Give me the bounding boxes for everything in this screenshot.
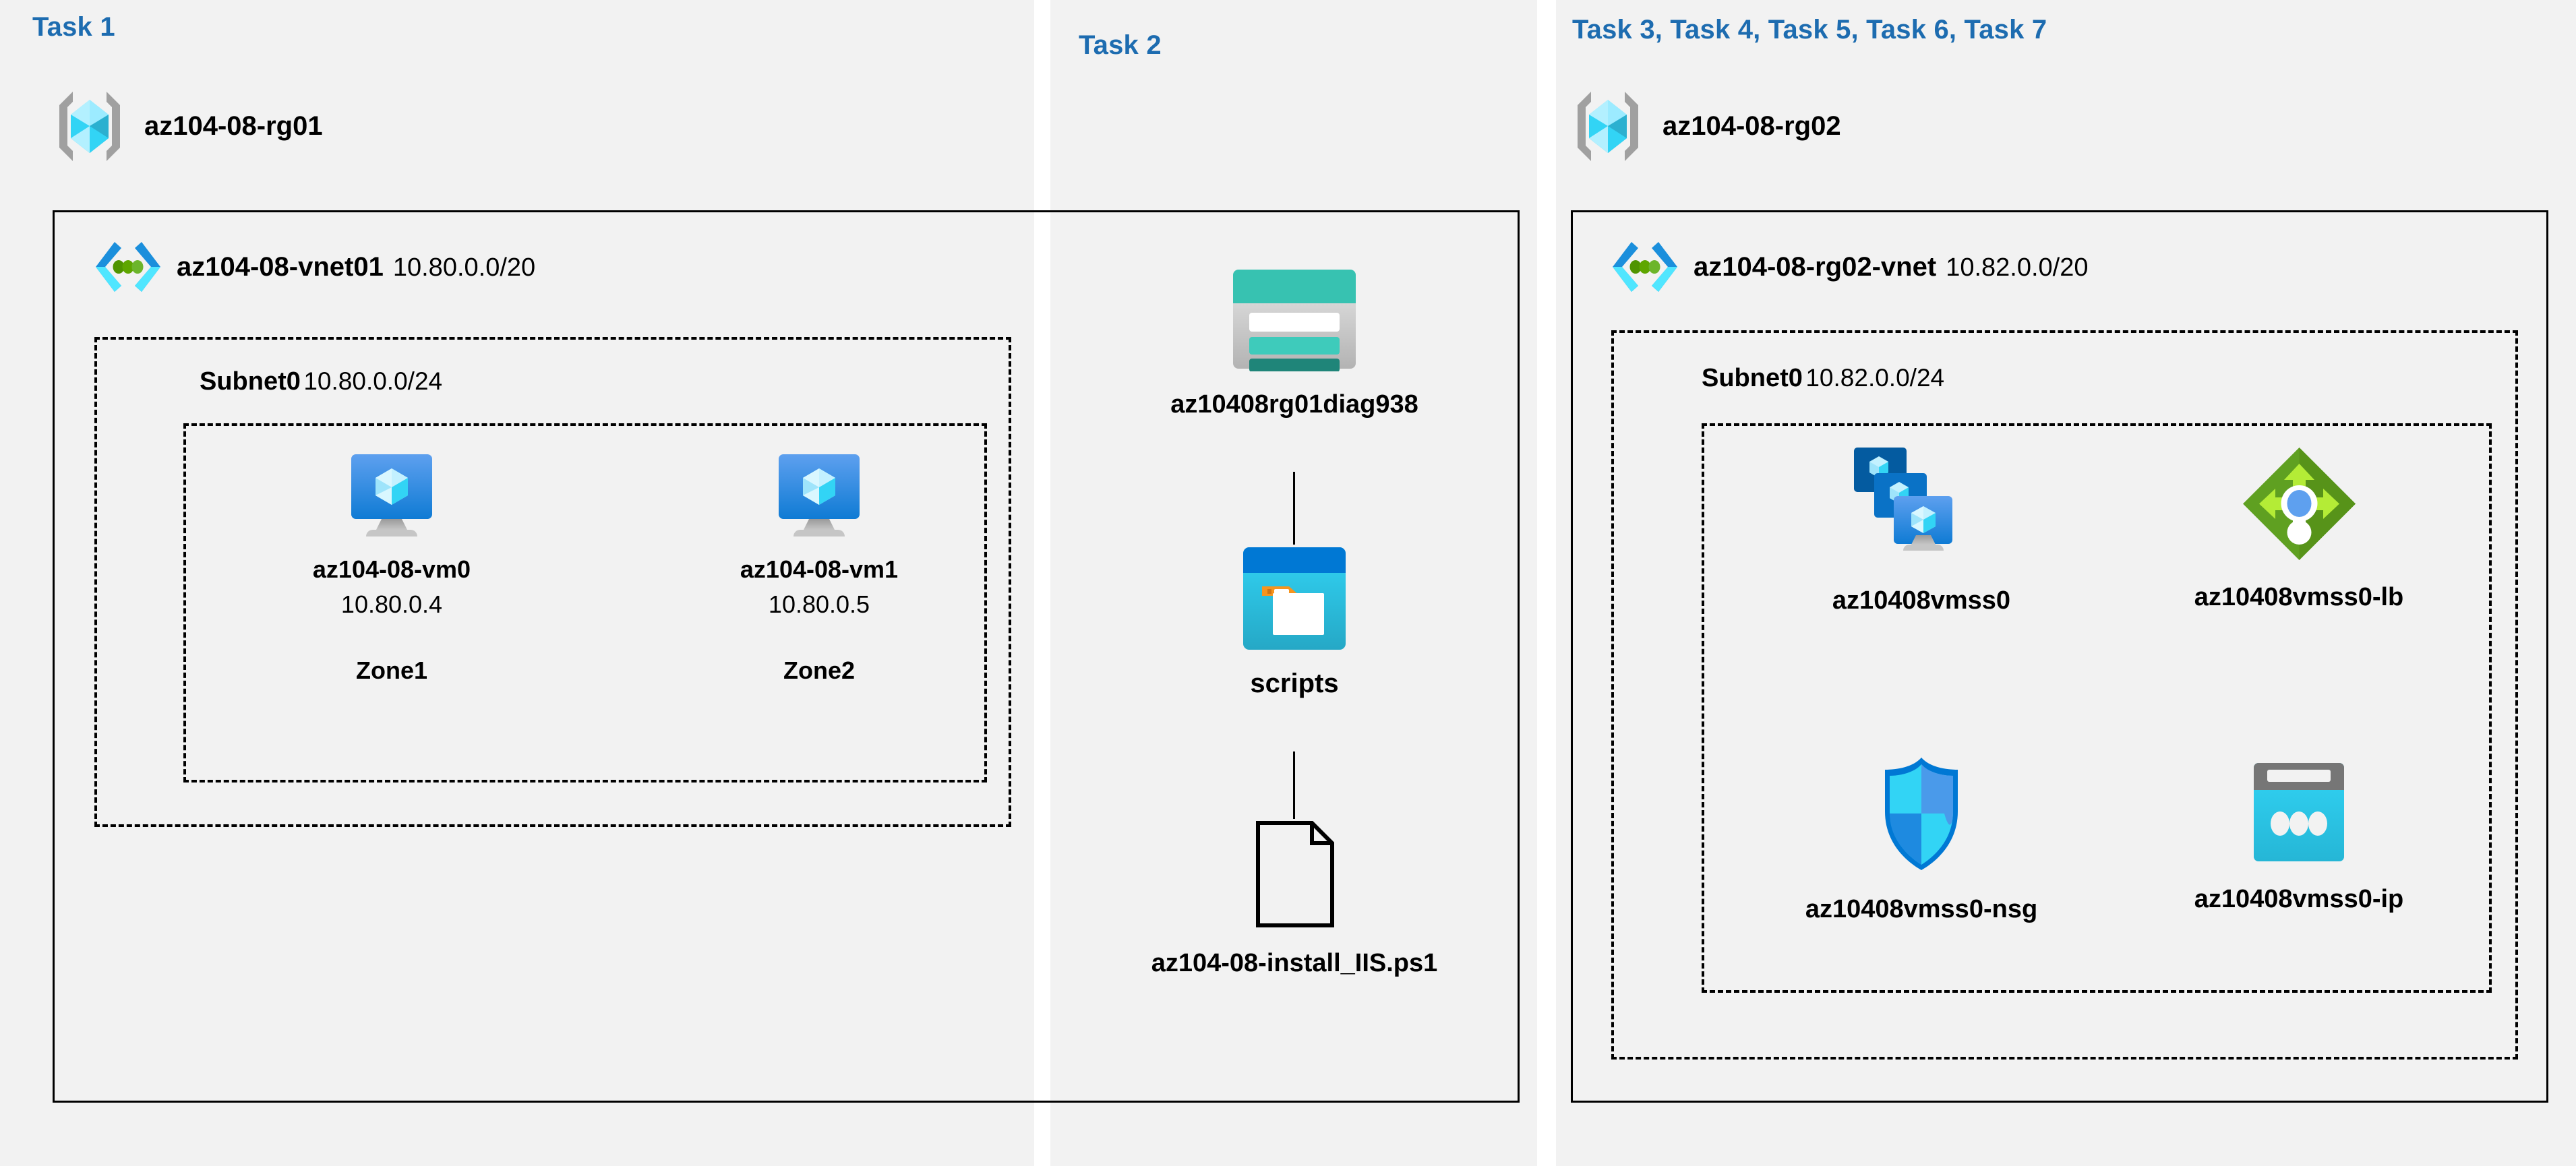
storage-account-node[interactable]: az10408rg01diag938	[1146, 267, 1443, 419]
resource-group-row-rg01: az104-08-rg01	[53, 88, 323, 165]
vm-name-az104-08-vm0: az104-08-vm0	[312, 555, 471, 583]
storage-account-icon	[1230, 267, 1358, 371]
connector-storage-to-container	[1293, 472, 1295, 545]
vnet-name-vnet01: az104-08-vnet01	[177, 251, 384, 282]
load-balancer-icon	[2240, 445, 2358, 563]
resource-group-label-rg02: az104-08-rg02	[1663, 111, 1841, 141]
vnet-boundary-vnet01	[53, 210, 1520, 1103]
resource-group-icon	[1571, 88, 1645, 165]
task1-title: Task 1	[32, 12, 115, 42]
public-ip-address-icon	[2248, 760, 2349, 865]
virtual-network-icon	[1611, 239, 1679, 295]
subnet-name-rg01: Subnet0	[200, 367, 301, 396]
vm-node-az104-08-vm1[interactable]: az104-08-vm1 10.80.0.5 Zone2	[708, 453, 930, 685]
blob-container-name: scripts	[1250, 669, 1339, 698]
resource-group-row-rg02: az104-08-rg02	[1571, 88, 1841, 165]
vmss-name: az10408vmss0	[1832, 586, 2011, 615]
file-icon	[1247, 819, 1342, 930]
vnet-cidr-vnet01: 10.80.0.0/20	[392, 253, 536, 282]
vnet-boundary-rg02-vnet	[1571, 210, 2548, 1103]
task3to7-title: Task 3, Task 4, Task 5, Task 6, Task 7	[1572, 15, 2047, 44]
connector-container-to-file	[1293, 751, 1295, 819]
script-file-name: az104-08-install_IIS.ps1	[1151, 949, 1438, 977]
subnet-header-rg02: Subnet0 10.82.0.0/24	[1702, 364, 1944, 393]
subnet-cidr-rg01: 10.80.0.0/24	[303, 367, 443, 395]
virtual-machine-icon	[350, 453, 433, 539]
load-balancer-node[interactable]: az10408vmss0-lb	[2157, 445, 2440, 612]
panel-task1-background	[0, 0, 1034, 1166]
resource-group-label-rg01: az104-08-rg01	[144, 111, 323, 141]
panel-task3to7-background	[1556, 0, 2576, 1166]
vm-zone-az104-08-vm1: Zone2	[783, 656, 855, 684]
vm-scale-set-icon	[1854, 445, 1989, 566]
vm-node-az104-08-vm0[interactable]: az104-08-vm0 10.80.0.4 Zone1	[280, 453, 503, 685]
virtual-machine-icon	[777, 453, 861, 539]
load-balancer-name: az10408vmss0-lb	[2194, 583, 2404, 611]
nsg-node[interactable]: az10408vmss0-nsg	[1780, 754, 2063, 924]
public-ip-node[interactable]: az10408vmss0-ip	[2157, 760, 2440, 914]
blob-container-icon	[1240, 545, 1348, 652]
vm-name-az104-08-vm1: az104-08-vm1	[740, 555, 899, 583]
subnet-boundary-rg01-subnet0	[94, 337, 1011, 827]
network-security-group-icon	[1874, 754, 1969, 875]
subnet-cidr-rg02: 10.82.0.0/24	[1805, 364, 1945, 392]
vnet-header-vnet01: az104-08-vnet01 10.80.0.0/20	[94, 239, 535, 295]
vm-ip-az104-08-vm0: 10.80.0.4	[340, 590, 443, 618]
resources-boundary-rg02	[1702, 423, 2492, 993]
subnet-name-rg02: Subnet0	[1702, 364, 1803, 392]
zones-boundary-rg01	[183, 423, 987, 783]
vm-zone-az104-08-vm0: Zone1	[355, 656, 427, 684]
script-file-node[interactable]: az104-08-install_IIS.ps1	[1106, 819, 1483, 978]
vnet-name-rg02: az104-08-rg02-vnet	[1694, 251, 1937, 282]
storage-account-name: az10408rg01diag938	[1170, 390, 1418, 419]
subnet-header-rg01: Subnet0 10.80.0.0/24	[200, 367, 442, 396]
resource-group-icon	[53, 88, 127, 165]
vnet-cidr-rg02: 10.82.0.0/20	[1946, 253, 2089, 282]
vmss-node[interactable]: az10408vmss0	[1780, 445, 2063, 615]
public-ip-name: az10408vmss0-ip	[2194, 885, 2404, 913]
nsg-name: az10408vmss0-nsg	[1805, 895, 2038, 923]
task2-title: Task 2	[1079, 30, 1162, 60]
blob-container-node[interactable]: scripts	[1187, 545, 1402, 699]
subnet-boundary-rg02-subnet0	[1611, 330, 2518, 1060]
vm-ip-az104-08-vm1: 10.80.0.5	[768, 590, 870, 618]
virtual-network-icon	[94, 239, 162, 295]
vnet-header-rg02: az104-08-rg02-vnet 10.82.0.0/20	[1611, 239, 2089, 295]
